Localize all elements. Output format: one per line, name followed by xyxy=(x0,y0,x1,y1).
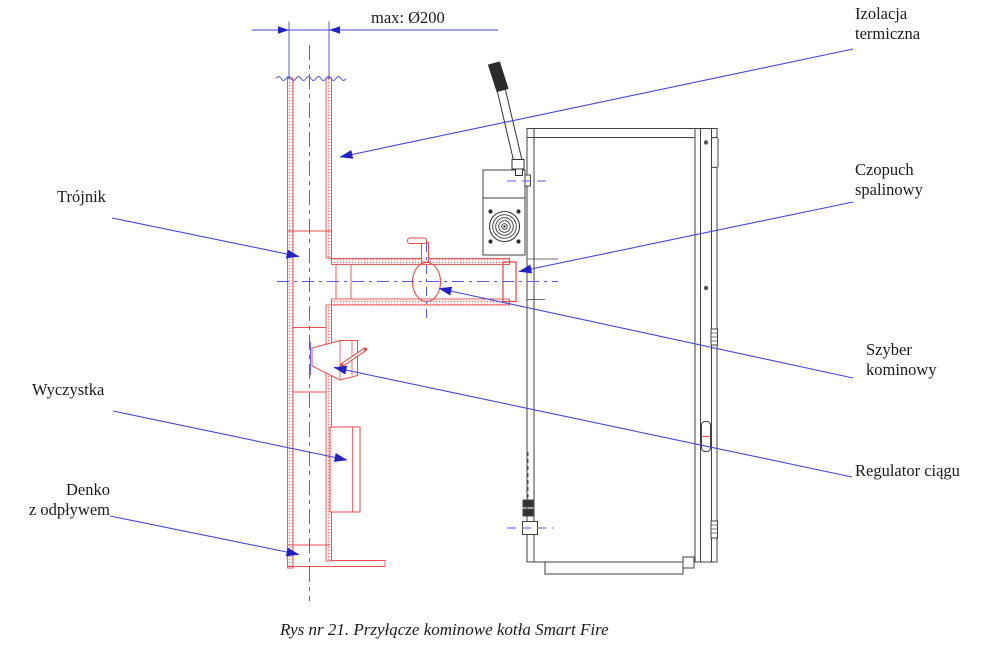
door-handle xyxy=(701,421,711,452)
label-trojnik: Trójnik xyxy=(57,187,106,207)
leader-trojnik xyxy=(111,217,300,259)
break-line xyxy=(275,76,347,81)
label-line: Regulator ciągu xyxy=(855,461,960,480)
label-regulator-ciagu: Regulator ciągu xyxy=(855,461,960,481)
label-line: Izolacja xyxy=(855,4,908,23)
label-denko-z-odplywem: Denko z odpływem xyxy=(18,480,110,520)
boiler-foot xyxy=(682,556,695,569)
lever-grip xyxy=(488,61,509,92)
label-czopuch-spalinowy: Czopuch spalinowy xyxy=(855,160,923,200)
chimney-damper xyxy=(407,237,442,303)
draft-regulator xyxy=(310,340,367,381)
label-szyber-kominowy: Szyber kominowy xyxy=(866,340,937,380)
label-line: Wyczystka xyxy=(32,380,105,399)
fan-unit xyxy=(482,169,531,256)
dimension-annotation xyxy=(252,21,498,79)
leader-denko xyxy=(109,515,300,557)
lever xyxy=(488,61,525,176)
bottom-cap-drain xyxy=(287,560,386,567)
label-line: Szyber xyxy=(866,340,912,359)
boiler xyxy=(522,128,719,575)
figure-caption: Rys nr 21. Przyłącze kominowe kotła Smar… xyxy=(280,620,609,639)
leader-wyczystka xyxy=(112,410,348,462)
label-line: Czopuch xyxy=(855,160,914,179)
label-izolacja-termiczna: Izolacja termiczna xyxy=(855,4,920,44)
label-line: Trójnik xyxy=(57,187,106,206)
hinge-screw xyxy=(703,140,709,145)
boiler-base xyxy=(544,561,684,575)
label-line: z odpływem xyxy=(28,500,110,519)
fan-grille xyxy=(488,209,521,244)
dim-arrow xyxy=(278,26,289,34)
cleanout-box xyxy=(329,426,361,513)
hinge-screw xyxy=(703,285,709,291)
leader-czopuch xyxy=(518,201,854,274)
label-line: kominowy xyxy=(866,360,937,379)
leader-lines xyxy=(109,48,854,557)
label-line: spalinowy xyxy=(855,180,923,199)
label-line: termiczna xyxy=(855,24,921,43)
leader-izolacja xyxy=(339,48,854,159)
label-line: Denko xyxy=(66,480,110,499)
leader-szyber xyxy=(438,286,854,379)
label-wyczystka: Wyczystka xyxy=(32,380,104,400)
hinge-ridge xyxy=(710,520,718,539)
centerlines xyxy=(275,45,558,601)
hinge-ridge xyxy=(710,328,718,346)
dimension-label: max: Ø200 xyxy=(371,8,445,27)
dim-arrow xyxy=(329,26,340,34)
hinge-plate xyxy=(711,137,719,168)
leader-regulator xyxy=(333,365,853,478)
